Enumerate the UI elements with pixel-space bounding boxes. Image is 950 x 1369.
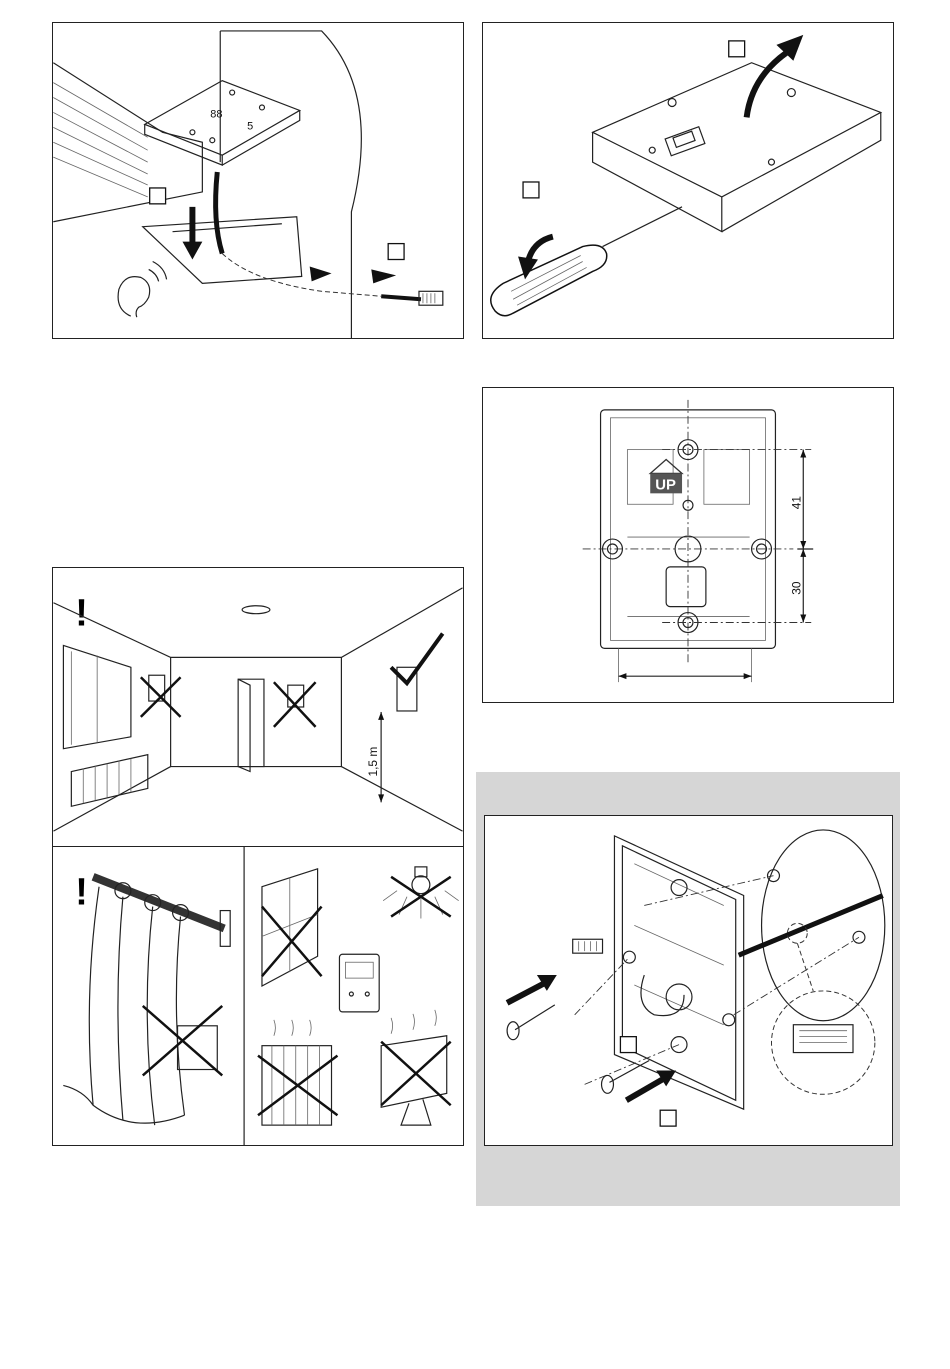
cable [216,172,223,253]
controller-case [593,63,881,232]
device-behind-curtain [178,1026,218,1070]
up-label: UP [655,477,676,493]
step-mark-2 [729,41,745,57]
step-mark-2 [388,244,404,260]
panel-open-case [482,22,894,339]
door [238,679,264,771]
screwdriver [491,207,682,316]
connector-plug [419,291,443,305]
panel-mount-base [484,815,893,1146]
placement-avoid-illustration: ! [53,847,463,1145]
ear-icon [118,261,166,317]
warning-mark: ! [75,871,88,913]
window-small [262,869,318,986]
window [63,645,131,748]
screw-icon [507,1005,555,1040]
mount-base-illustration [485,816,892,1145]
display-device: 88 5 [145,81,300,165]
lamp-icon [383,867,458,919]
panel-install-display: 88 5 [52,22,464,339]
connector-plug [573,939,603,953]
step-mark-1 [150,188,166,204]
wall-box [762,830,885,1021]
radiator-small [262,1020,332,1125]
panel-dimension-drawing: UP 41 30 [482,387,894,703]
curtain-rod [93,877,230,947]
step-mark-1 [523,182,539,198]
install-display-illustration: 88 5 [53,23,463,338]
radiator [71,755,147,807]
up-marker: UP [650,460,682,494]
base-plate-dimension-drawing: UP 41 30 [483,388,893,702]
placement-room-illustration: ! 1,5 m [53,568,463,846]
ceiling-light [242,606,270,614]
dimension-label-top: 41 [789,496,803,510]
display-digits: 88 [210,108,222,120]
open-case-illustration [483,23,893,338]
tv-icon [381,1010,447,1125]
panel-placement-room: ! 1,5 m [52,567,464,847]
dimension-label-bottom: 30 [789,581,803,595]
height-label: 1,5 m [366,747,380,777]
warning-mark: ! [75,592,88,634]
base-plate [614,836,743,1109]
step-mark-1 [620,1037,636,1053]
display-digits-small: 5 [247,120,253,132]
controller-small [339,954,379,1012]
zoom-bubble [771,991,874,1094]
curtain [63,887,184,1125]
step-mark-2 [660,1110,676,1126]
panel-placement-avoid: ! [52,846,464,1146]
